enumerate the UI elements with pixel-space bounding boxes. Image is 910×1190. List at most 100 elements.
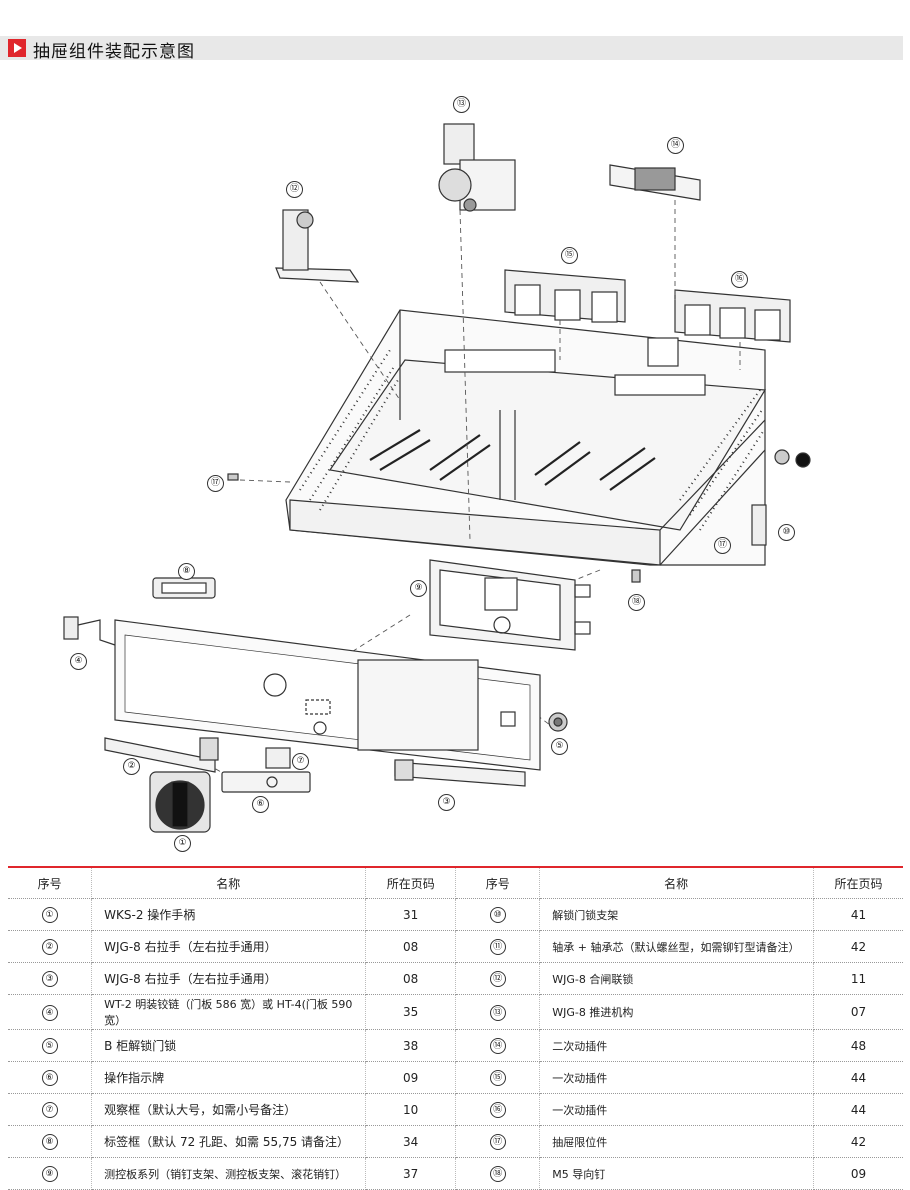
item-number: ⑮ (489, 1070, 506, 1086)
operating-handle-part (149, 771, 211, 833)
item-number: ⑤ (41, 1038, 58, 1054)
hinge-part (63, 616, 116, 646)
item-number: ① (41, 907, 58, 923)
table-row: ⑧ 标签框（默认 72 孔距、如需 55,75 请备注） 34 ⑰ 抽屉限位件 … (8, 1125, 903, 1158)
drawer-box (285, 309, 767, 566)
item-number: ⑦ (41, 1102, 58, 1118)
item-number: ⑰ (489, 1134, 506, 1150)
callout-12: ⑫ (286, 181, 303, 198)
item-page: 34 (365, 1125, 457, 1158)
col-header-name-2: 名称 (539, 867, 815, 899)
side-panel-holes (299, 349, 765, 531)
item-name: 观察框（默认大号，如需小号备注） (91, 1093, 367, 1126)
drawer-stop-part (227, 473, 239, 481)
col-header-page: 所在页码 (365, 867, 457, 899)
col-header-name: 名称 (91, 867, 367, 899)
item-name: WJG-8 推进机构 (539, 994, 815, 1030)
primary-plug-15 (504, 269, 626, 323)
item-name: 轴承 + 轴承芯（默认螺丝型，如需铆钉型请备注） (539, 930, 815, 963)
item-number: ⑩ (489, 907, 506, 923)
callout-2: ② (123, 758, 140, 775)
assembly-diagram: ⑬ ⑭ ⑫ ⑮ ⑯ ⑰ ⑩ ⑰ ⑨ ⑱ ⑧ ⑦ ④ ⑤ ② ③ ⑥ ① (0, 60, 910, 860)
item-page: 38 (365, 1029, 457, 1062)
closing-interlock-part (275, 209, 360, 283)
secondary-plug-part (609, 164, 701, 201)
play-triangle-icon (8, 39, 26, 57)
callout-5: ⑤ (551, 738, 568, 755)
callout-9: ⑨ (410, 580, 427, 597)
callout-13: ⑬ (453, 96, 470, 113)
observation-frame-part (265, 747, 291, 769)
table-row: ① WKS-2 操作手柄 31 ⑩ 解锁门锁支架 41 (8, 898, 903, 931)
item-name: 操作指示牌 (91, 1061, 367, 1094)
item-number: ③ (41, 971, 58, 987)
item-page: 09 (365, 1061, 457, 1094)
control-board-part (429, 559, 591, 651)
item-name: 一次动插件 (539, 1061, 815, 1094)
callout-4: ④ (70, 653, 87, 670)
item-page: 08 (365, 962, 457, 995)
item-number: ⑬ (489, 1004, 506, 1021)
item-name: B 柜解锁门锁 (91, 1029, 367, 1062)
door-lock-part (548, 712, 568, 732)
item-name: 一次动插件 (539, 1093, 815, 1126)
callout-15: ⑮ (561, 247, 578, 264)
item-page: 48 (813, 1029, 903, 1062)
item-number: ⑪ (489, 939, 506, 955)
col-header-no-2: 序号 (455, 867, 541, 899)
item-name: 标签框（默认 72 孔距、如需 55,75 请备注） (91, 1125, 367, 1158)
item-number: ⑯ (489, 1102, 506, 1118)
item-number: ⑱ (489, 1166, 506, 1182)
section-title: 抽屉组件装配示意图 (33, 42, 195, 62)
callout-3: ③ (438, 794, 455, 811)
guide-pin-part (631, 569, 641, 583)
item-number: ② (41, 939, 58, 955)
item-name: 二次动插件 (539, 1029, 815, 1062)
push-mechanism-part (438, 123, 516, 212)
col-header-no: 序号 (8, 867, 93, 899)
door-panel-part (114, 619, 541, 771)
item-page: 35 (365, 994, 457, 1030)
callout-8: ⑧ (178, 563, 195, 580)
item-name: WJG-8 右拉手（左右拉手通用） (91, 930, 367, 963)
parts-table: 序号 名称 所在页码 序号 名称 所在页码 ① WKS-2 操作手柄 31 ⑩ … (8, 866, 903, 1190)
callout-17b: ⑰ (714, 537, 731, 554)
assembly-drawing (63, 123, 811, 833)
callout-14: ⑭ (667, 137, 684, 154)
item-number: ⑨ (41, 1166, 58, 1182)
callout-18: ⑱ (628, 594, 645, 611)
item-page: 42 (813, 1125, 903, 1158)
item-number: ⑧ (41, 1134, 58, 1150)
callout-17a: ⑰ (207, 475, 224, 492)
table-row: ④ WT-2 明装铰链（门板 586 宽）或 HT-4(门板 590 宽） 35… (8, 994, 903, 1030)
table-row: ② WJG-8 右拉手（左右拉手通用） 08 ⑪ 轴承 + 轴承芯（默认螺丝型，… (8, 930, 903, 963)
table-row: ⑤ B 柜解锁门锁 38 ⑭ 二次动插件 48 (8, 1029, 903, 1062)
item-page: 11 (813, 962, 903, 995)
table-row: ③ WJG-8 右拉手（左右拉手通用） 08 ⑫ WJG-8 合闸联锁 11 (8, 962, 903, 995)
table-row: ⑥ 操作指示牌 09 ⑮ 一次动插件 44 (8, 1061, 903, 1094)
section-header: 抽屉组件装配示意图 (0, 36, 903, 62)
unlock-bracket-part (751, 504, 767, 546)
item-page: 08 (365, 930, 457, 963)
item-name: WT-2 明装铰链（门板 586 宽）或 HT-4(门板 590 宽） (91, 994, 367, 1030)
table-header-row: 序号 名称 所在页码 序号 名称 所在页码 (8, 867, 903, 899)
item-number: ⑥ (41, 1070, 58, 1086)
item-name: 解锁门锁支架 (539, 898, 815, 931)
bearing-part (774, 449, 790, 465)
table-row: ⑦ 观察框（默认大号，如需小号备注） 10 ⑯ 一次动插件 44 (8, 1093, 903, 1126)
indicator-plate-part (221, 771, 311, 793)
callout-7: ⑦ (292, 753, 309, 770)
primary-plug-16 (674, 289, 791, 343)
callout-16: ⑯ (731, 271, 748, 288)
item-page: 44 (813, 1093, 903, 1126)
item-name: 抽屉限位件 (539, 1125, 815, 1158)
item-page: 07 (813, 994, 903, 1030)
item-number: ④ (41, 1004, 58, 1021)
item-page: 44 (813, 1061, 903, 1094)
handle-left-part (104, 737, 216, 773)
item-number: ⑭ (489, 1038, 506, 1054)
callout-1: ① (174, 835, 191, 852)
callout-6: ⑥ (252, 796, 269, 813)
item-page: 10 (365, 1093, 457, 1126)
item-name: WKS-2 操作手柄 (91, 898, 367, 931)
